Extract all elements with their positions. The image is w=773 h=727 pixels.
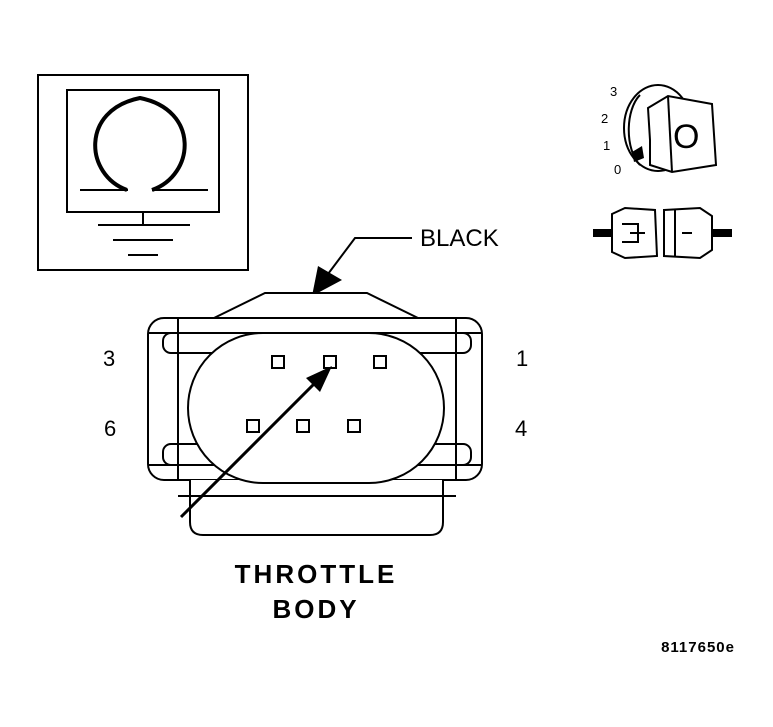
connector-title-line2: BODY (272, 594, 359, 624)
pin-cavities (246, 355, 387, 433)
key-letter: O (673, 118, 699, 156)
ignition-position-2: 2 (601, 111, 608, 126)
connector-title-line1: THROTTLE (235, 559, 398, 589)
pin-cavity-4 (347, 419, 361, 433)
ignition-position-0: 0 (614, 162, 621, 177)
pin-cavity-5 (296, 419, 310, 433)
connector-disconnected-icon (593, 206, 732, 260)
pin-label-bottom-right: 4 (515, 416, 527, 441)
ohmmeter-icon (37, 74, 249, 271)
ignition-position-1: 1 (603, 138, 610, 153)
pin-cavity-1 (373, 355, 387, 369)
ignition-position-3: 3 (610, 84, 617, 99)
pin-label-top-left: 3 (103, 346, 115, 371)
wire-color-callout: BLACK (312, 225, 499, 296)
wire-color-label: BLACK (420, 225, 499, 252)
figure-code: 8117650e (661, 639, 735, 656)
pin-cavity-6 (246, 419, 260, 433)
pin-label-bottom-left: 6 (104, 416, 116, 441)
pin-cavity-2 (323, 355, 337, 369)
pin-label-top-right: 1 (516, 346, 528, 371)
ignition-key-icon: 3 2 1 0 O (601, 84, 718, 177)
pin-cavity-3 (271, 355, 285, 369)
probe-arrow (179, 366, 332, 519)
